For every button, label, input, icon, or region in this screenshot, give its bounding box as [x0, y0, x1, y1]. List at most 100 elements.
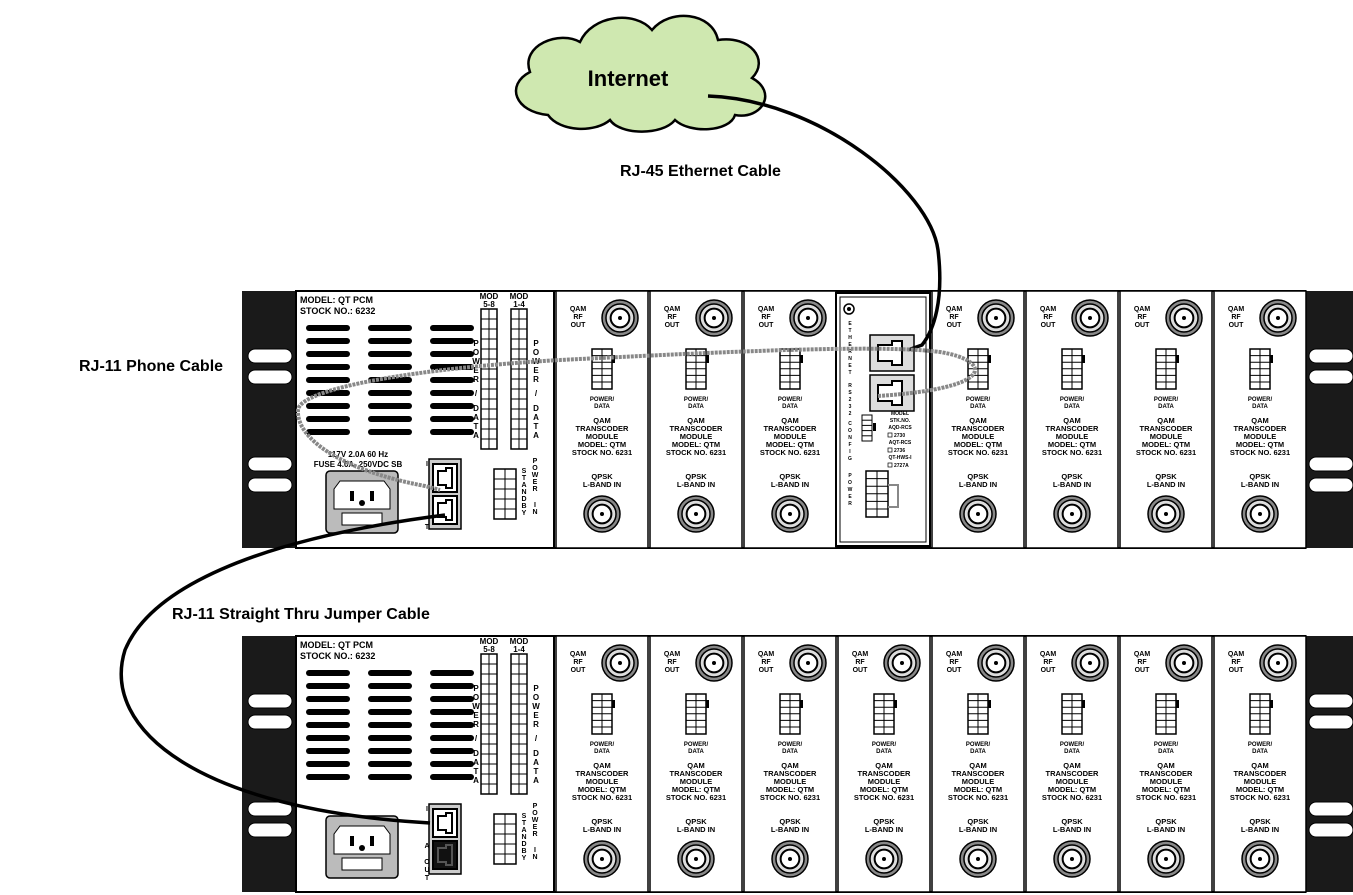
- bnc-connector: [959, 840, 997, 878]
- module-title: QAM: [1251, 416, 1269, 425]
- svg-text:F: F: [848, 442, 851, 448]
- svg-text:MODULE: MODULE: [1244, 777, 1277, 786]
- svg-text:POWER/: POWER/: [966, 742, 991, 748]
- svg-text:QPSK: QPSK: [873, 817, 895, 826]
- module-title: QAM: [1063, 416, 1081, 425]
- svg-text:U: U: [424, 867, 429, 874]
- svg-text:P: P: [533, 339, 539, 348]
- svg-text:QPSK: QPSK: [685, 817, 707, 826]
- svg-text:P: P: [533, 684, 539, 693]
- svg-text:QAM: QAM: [1134, 306, 1151, 313]
- svg-text:MODULE: MODULE: [962, 432, 995, 441]
- svg-text:/: /: [535, 734, 538, 743]
- svg-text:MODEL: QTM: MODEL: QTM: [954, 440, 1002, 449]
- svg-text:POWER/: POWER/: [778, 742, 803, 748]
- bnc-connector: [677, 495, 715, 533]
- svg-text:T: T: [848, 370, 851, 376]
- power-data-vertical: POWER: [472, 339, 480, 384]
- svg-text:MODEL: QTM: MODEL: QTM: [672, 785, 720, 794]
- config-header: [861, 414, 876, 442]
- left-rack-ear: [242, 291, 296, 548]
- qam-transcoder-module: QAMRFOUTPOWER/DATAQAMTRANSCODERMODULEMOD…: [837, 635, 931, 893]
- bnc-connector: [1241, 840, 1279, 878]
- svg-text:T: T: [474, 767, 479, 776]
- rj11-phone-cable: [295, 346, 977, 492]
- qam-transcoder-module: QAMRFOUTPOWER/DATAQAMTRANSCODERMODULEMOD…: [1119, 290, 1213, 549]
- svg-text:P: P: [473, 339, 479, 348]
- svg-text:Y: Y: [522, 510, 527, 517]
- mounting-slot: [1308, 693, 1353, 709]
- svg-text:TRANSCODER: TRANSCODER: [670, 769, 724, 778]
- svg-text:QPSK: QPSK: [779, 817, 801, 826]
- svg-text:DATA: DATA: [1064, 404, 1080, 410]
- svg-text:STOCK NO. 6231: STOCK NO. 6231: [1136, 793, 1196, 802]
- svg-text:QAM: QAM: [946, 651, 963, 658]
- svg-text:MOD: MOD: [480, 292, 499, 301]
- module-title: QAM: [593, 761, 611, 770]
- svg-text:POWER/: POWER/: [1154, 742, 1179, 748]
- svg-text:D: D: [473, 749, 479, 758]
- mounting-slot: [247, 693, 293, 709]
- svg-text:STOCK NO. 6231: STOCK NO. 6231: [666, 448, 726, 457]
- svg-text:A: A: [521, 827, 526, 834]
- svg-text:POWER/: POWER/: [1248, 397, 1273, 403]
- svg-text:MODULE: MODULE: [1056, 777, 1089, 786]
- module-power-data-header: [967, 693, 991, 735]
- qam-transcoder-module: QAMRFOUTPOWER/DATAQAMTRANSCODERMODULEMOD…: [649, 635, 743, 893]
- svg-text:MODEL: MODEL: [891, 411, 909, 417]
- qam-transcoder-module: QAMRFOUTPOWER/DATAQAMTRANSCODERMODULEMOD…: [1025, 290, 1119, 549]
- pcm-fuse: FUSE 4.0A, 250VDC SB: [314, 460, 403, 469]
- rj11-jacks: [428, 458, 462, 530]
- svg-text:2727A: 2727A: [894, 463, 909, 469]
- svg-text:RF: RF: [1231, 314, 1241, 321]
- module-title: QAM: [1251, 761, 1269, 770]
- svg-text:POWER/: POWER/: [966, 397, 991, 403]
- svg-text:OUT: OUT: [1135, 322, 1151, 329]
- power-data-vertical: POWER: [532, 684, 540, 729]
- svg-text:O: O: [532, 810, 538, 817]
- svg-text:O: O: [533, 693, 539, 702]
- svg-text:A: A: [533, 776, 539, 785]
- ac-inlet: [325, 470, 399, 534]
- svg-text:N: N: [848, 356, 852, 362]
- svg-text:T: T: [474, 422, 479, 431]
- svg-text:RF: RF: [761, 659, 771, 666]
- jumper-cable-label: RJ-11 Straight Thru Jumper Cable: [172, 606, 430, 623]
- svg-text:RF: RF: [1231, 659, 1241, 666]
- svg-text:B: B: [521, 848, 526, 855]
- module-title: QAM: [781, 416, 799, 425]
- svg-text:E: E: [848, 494, 852, 500]
- rs232-jack: [869, 374, 915, 412]
- svg-text:POWER/: POWER/: [872, 742, 897, 748]
- svg-text:L-BAND IN: L-BAND IN: [1241, 480, 1279, 489]
- svg-text:MODULE: MODULE: [680, 777, 713, 786]
- svg-text:W: W: [848, 487, 853, 493]
- svg-text:MODEL: QTM: MODEL: QTM: [766, 785, 814, 794]
- svg-text:MODEL: QTM: MODEL: QTM: [578, 785, 626, 794]
- svg-text:TRANSCODER: TRANSCODER: [858, 769, 912, 778]
- svg-text:A: A: [533, 413, 539, 422]
- svg-text:MODEL: QTM: MODEL: QTM: [672, 440, 720, 449]
- pcm-ratings: 117V 2.0A 60 Hz: [328, 450, 388, 459]
- svg-text:T: T: [425, 524, 430, 531]
- svg-text:DATA: DATA: [688, 404, 704, 410]
- bnc-connector: [1165, 644, 1203, 682]
- svg-text:STOCK NO. 6231: STOCK NO. 6231: [572, 448, 632, 457]
- svg-text:QAM: QAM: [852, 651, 869, 658]
- ethernet-jack: [869, 334, 915, 372]
- svg-text:QPSK: QPSK: [1249, 472, 1271, 481]
- svg-text:MODEL: QTM: MODEL: QTM: [1048, 785, 1096, 794]
- bnc-connector: [601, 299, 639, 337]
- svg-text:W: W: [532, 817, 539, 824]
- module-title: QAM: [969, 416, 987, 425]
- standby-power-connector: [493, 813, 517, 865]
- mounting-slot: [247, 369, 293, 385]
- svg-text:L-BAND IN: L-BAND IN: [1147, 480, 1185, 489]
- internet-label: Internet: [588, 66, 669, 91]
- bnc-connector: [1259, 299, 1297, 337]
- mounting-slot: [247, 822, 293, 838]
- mounting-slot: [247, 477, 293, 493]
- svg-text:TRANSCODER: TRANSCODER: [1140, 424, 1194, 433]
